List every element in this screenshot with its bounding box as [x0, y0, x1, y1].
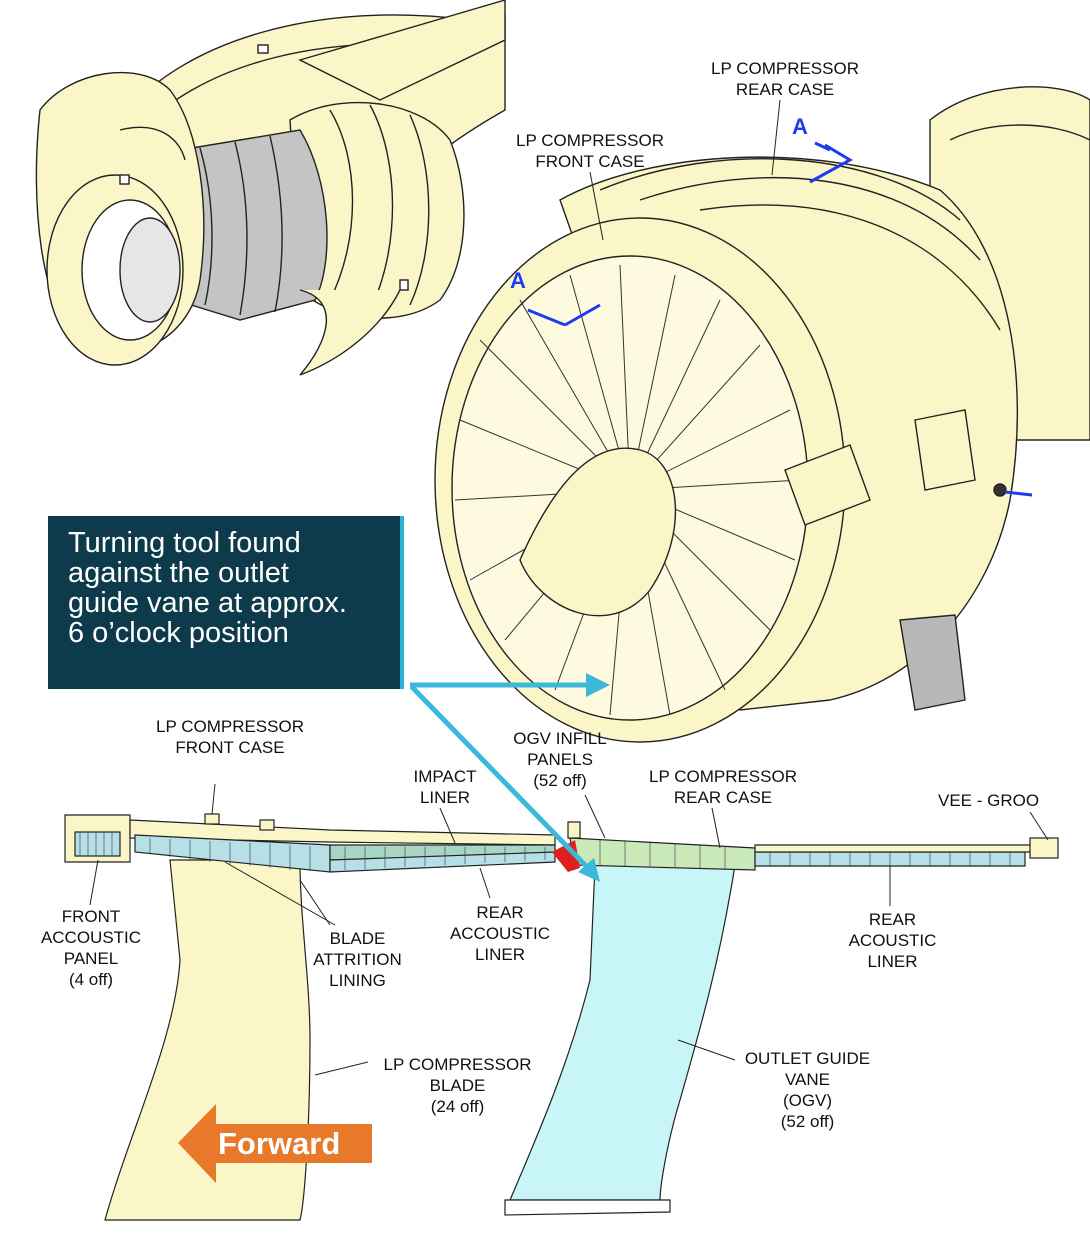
engine-inset-view	[35, 0, 506, 376]
label-lp-compressor-blade: LP COMPRESSOR BLADE (24 off)	[383, 1055, 532, 1116]
section-marker-a-left: A	[510, 268, 526, 293]
section-hatching	[79, 832, 1011, 871]
label-rear-accoustic-liner: REAR ACCOUSTIC LINER	[449, 903, 551, 964]
label-vee-groove: VEE - GROO	[938, 791, 1040, 810]
pointer-arrowhead-upper	[586, 673, 610, 697]
forward-arrow-shape	[178, 1104, 372, 1183]
damage-mark	[552, 840, 580, 872]
label-lp-compressor-rear-case-top: LP COMPRESSOR REAR CASE	[710, 59, 859, 99]
engine-main-view	[434, 86, 1090, 743]
forward-label: Forward	[218, 1126, 341, 1161]
label-lp-compressor-front-case-section: LP COMPRESSOR FRONT CASE	[155, 717, 304, 757]
label-blade-attrition-lining: BLADE ATTRITION LINING	[313, 929, 402, 990]
section-marker-a-right: A	[792, 114, 808, 139]
leader-lines-top	[589, 99, 781, 241]
section-cut-lines	[527, 141, 1033, 497]
label-lp-compressor-rear-case-section: LP COMPRESSOR REAR CASE	[648, 767, 797, 807]
label-rear-acoustic-liner: REAR ACOUSTIC LINER	[848, 910, 937, 971]
label-ogv-infill-panels: OGV INFILL PANELS (52 off)	[513, 729, 607, 790]
callout-pointer	[408, 682, 590, 870]
pointer-arrowhead-lower	[578, 858, 600, 882]
label-outlet-guide-vane: OUTLET GUIDE VANE (OGV) (52 off)	[744, 1049, 871, 1131]
callout-text: Turning tool found against the outlet gu…	[68, 527, 347, 649]
label-impact-liner: IMPACT LINER	[413, 767, 477, 807]
label-front-accoustic-panel: FRONT ACCOUSTIC PANEL (4 off)	[40, 907, 142, 989]
leader-lines-section	[89, 783, 1049, 1076]
label-lp-compressor-front-case-top: LP COMPRESSOR FRONT CASE	[515, 131, 664, 171]
callout-box: Turning tool found against the outlet gu…	[48, 516, 410, 689]
